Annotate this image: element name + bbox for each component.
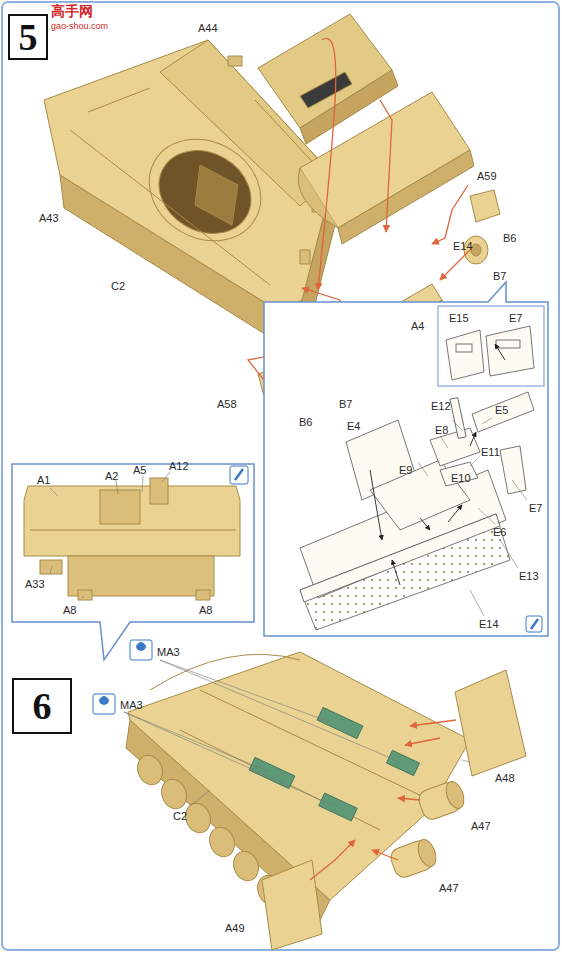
part-number: C2 <box>110 280 126 293</box>
part-number: A33 <box>24 578 46 591</box>
part-number: A5 <box>132 464 147 477</box>
part-number: B6 <box>298 416 313 429</box>
part-number: MA3 <box>119 699 144 712</box>
part-number: A58 <box>216 398 238 411</box>
part-number: B7 <box>338 398 353 411</box>
part-number: A8 <box>62 604 77 617</box>
part-number: A47 <box>438 882 460 895</box>
part-number: E14 <box>452 240 474 253</box>
part-number: A49 <box>224 922 246 935</box>
part-number: E11 <box>480 446 501 459</box>
part-number: A4 <box>410 320 425 333</box>
part-number: E4 <box>346 420 361 433</box>
part-number: E5 <box>494 404 509 417</box>
part-number: E8 <box>434 424 449 437</box>
part-number: E13 <box>518 570 540 583</box>
part-number: A1 <box>36 474 51 487</box>
part-number: E9 <box>398 464 413 477</box>
watermark: gao-shou.com <box>50 21 109 32</box>
step-number-box: 6 <box>12 678 72 734</box>
part-number: A43 <box>38 212 60 225</box>
step-number: 5 <box>19 18 38 56</box>
part-number: E12 <box>430 400 452 413</box>
part-number: B7 <box>492 270 507 283</box>
part-number: B6 <box>502 232 517 245</box>
part-number: A2 <box>104 470 119 483</box>
part-number: E10 <box>450 472 472 485</box>
step-number: 6 <box>33 687 52 725</box>
part-number: A47 <box>470 820 492 833</box>
part-number: C2 <box>172 810 188 823</box>
part-number: A12 <box>168 460 190 473</box>
part-number: A59 <box>476 170 498 183</box>
part-number: E6 <box>492 526 507 539</box>
part-number: E15 <box>448 312 470 325</box>
part-number: A44 <box>197 22 219 35</box>
part-number: MA3 <box>156 646 181 659</box>
part-number: E7 <box>528 502 543 515</box>
part-number: E7 <box>508 312 523 325</box>
part-number: A8 <box>198 604 213 617</box>
part-number: E14 <box>478 618 500 631</box>
part-number: A48 <box>494 772 516 785</box>
watermark: 高手网 <box>50 3 94 19</box>
step-number-box: 5 <box>8 14 48 60</box>
